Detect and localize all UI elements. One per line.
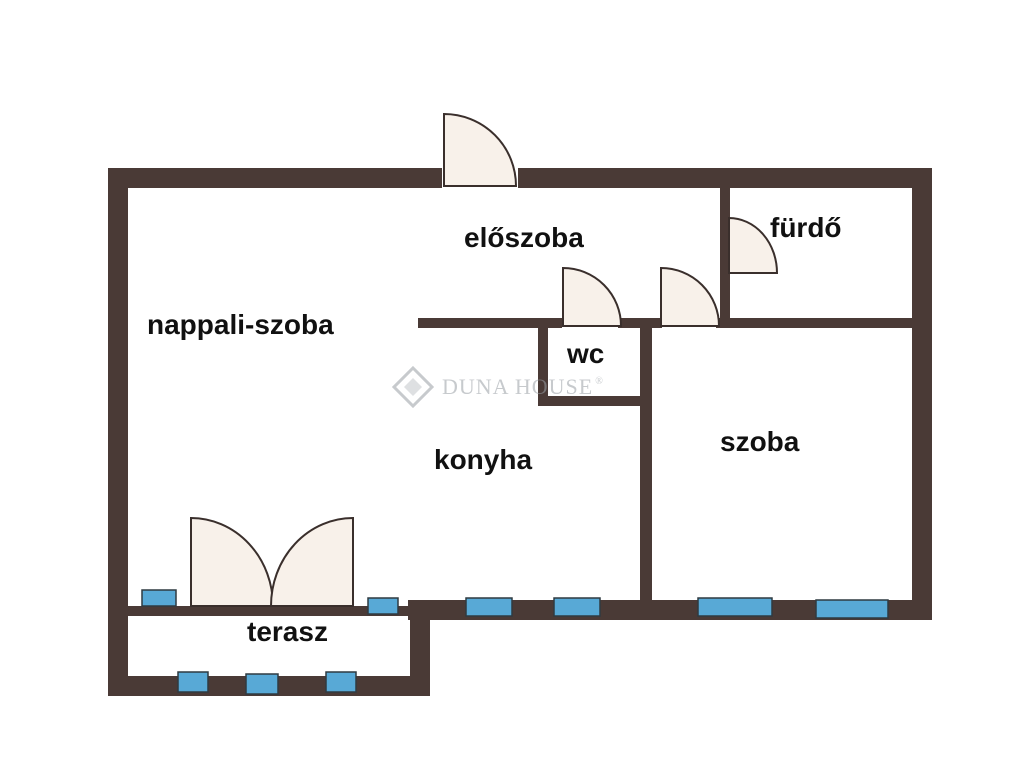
doors [190,112,779,607]
door-terrace-right [269,516,354,607]
window-terrace-right [367,597,399,615]
watermark-text: DUNA HOUSE [442,374,594,399]
door-bathroom [728,216,779,274]
diamond-logo-icon [392,366,434,408]
room-label-eloszoba: előszoba [464,222,584,253]
watermark-mark: ® [595,375,604,387]
wall-bath-left [720,188,730,328]
room-label-szoba: szoba [720,426,800,457]
wall-wc-left [538,318,548,406]
wall-hall-partition [418,318,562,328]
room-label-nappali: nappali-szoba [147,309,334,340]
window-room-2 [815,599,889,619]
wall-partition-right [716,318,912,328]
wall-top-right [518,168,932,188]
watermark: DUNA HOUSE ® [392,366,604,408]
wall-terrace-top [128,606,408,616]
window-kitchen-1 [465,597,513,617]
window-terrace-bottom-3 [325,671,357,693]
wall-top-left [108,168,442,188]
wall-right [912,168,932,620]
wall-left [108,168,128,696]
window-kitchen-2 [553,597,601,617]
wall-terrace-right [410,600,430,696]
wall-wc-bottom [538,396,650,406]
wall-bottom-main [408,600,932,620]
room-label-terasz: terasz [247,616,328,647]
door-room [660,266,721,327]
wall-room-left [640,318,652,608]
window-room-1 [697,597,773,617]
window-terrace-left [141,589,177,607]
room-label-wc: wc [567,338,605,369]
windows [141,589,889,695]
door-entrance [443,112,518,187]
door-wc [562,266,623,327]
window-terrace-bottom-1 [177,671,209,693]
room-label-konyha: konyha [434,444,533,475]
room-label-furdo: fürdő [770,212,842,243]
door-terrace-left [190,516,275,607]
window-terrace-bottom-2 [245,673,279,695]
